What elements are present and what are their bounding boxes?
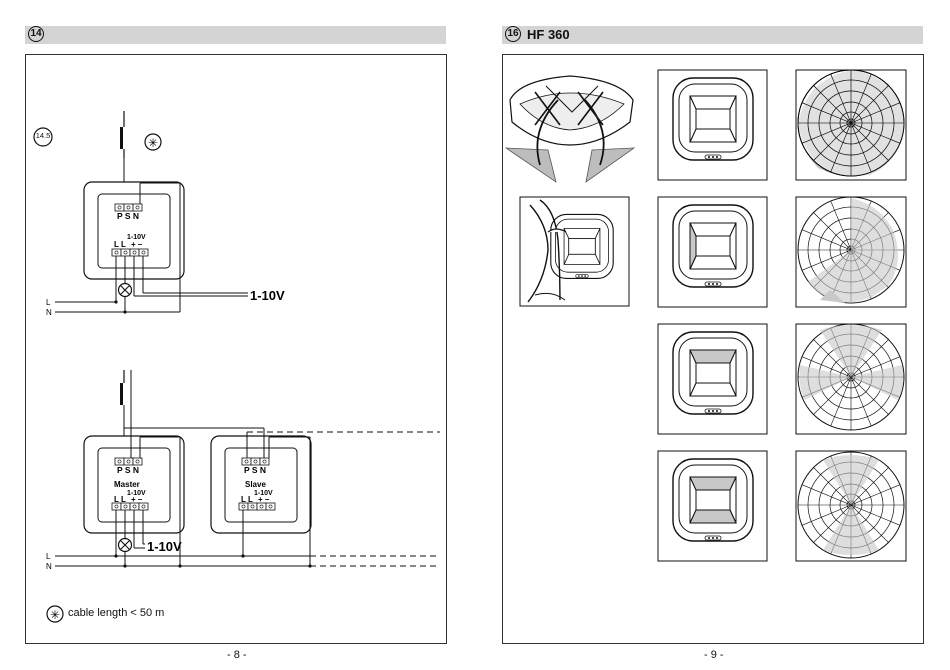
svg-text:L L: L L bbox=[241, 495, 253, 504]
sensor-illustration bbox=[504, 75, 636, 183]
svg-text:+ –: + – bbox=[131, 495, 143, 504]
svg-text:✳: ✳ bbox=[148, 136, 158, 150]
label-1-10v: 1-10V bbox=[127, 234, 146, 241]
master-label: Master bbox=[114, 480, 140, 489]
terminal-label-pm: + – bbox=[131, 240, 143, 249]
svg-text:1-10V: 1-10V bbox=[254, 490, 273, 497]
terminal-label-top: P S N bbox=[117, 211, 139, 221]
svg-text:P S N: P S N bbox=[244, 465, 266, 475]
slave-label: Slave bbox=[245, 480, 266, 489]
output-label-1-10v-2: 1-10V bbox=[147, 539, 182, 554]
sensor-face-panels bbox=[657, 69, 768, 562]
svg-text:1-10V: 1-10V bbox=[127, 490, 146, 497]
svg-text:P S N: P S N bbox=[117, 465, 139, 475]
detection-pattern-panels bbox=[795, 69, 907, 562]
footnote: ✳ bbox=[46, 605, 64, 623]
left-page-frame bbox=[25, 54, 447, 644]
svg-text:L L: L L bbox=[114, 495, 126, 504]
n-label: N bbox=[46, 308, 52, 317]
page-number-right: - 9 - bbox=[704, 649, 724, 661]
output-label-1-10v: 1-10V bbox=[250, 288, 285, 303]
svg-text:+ –: + – bbox=[258, 495, 270, 504]
right-section-header: 16 HF 360 bbox=[502, 26, 923, 44]
l-label: L bbox=[46, 298, 51, 307]
sub-label-14-5: 14.5 bbox=[35, 131, 51, 140]
wiring-diagram-single: ✳ P S N 1-10V L L + – 1-10V L N bbox=[33, 111, 285, 317]
svg-text:N: N bbox=[46, 562, 52, 571]
terminal-label-l: L L bbox=[114, 240, 126, 249]
section-number-badge: 14 bbox=[28, 26, 44, 42]
section-number-badge: 16 bbox=[505, 26, 521, 42]
hand-press-illustration bbox=[519, 196, 630, 307]
left-section-header: 14 bbox=[25, 26, 446, 44]
wiring-diagram-master-slave: P S N Master 1-10V L L + – P S N Slave 1… bbox=[46, 370, 440, 571]
footnote-text: cable length < 50 m bbox=[68, 607, 165, 619]
page-number-left: - 8 - bbox=[227, 649, 247, 661]
svg-text:✳: ✳ bbox=[50, 608, 60, 622]
section-title: HF 360 bbox=[527, 27, 570, 42]
svg-text:L: L bbox=[46, 552, 51, 561]
